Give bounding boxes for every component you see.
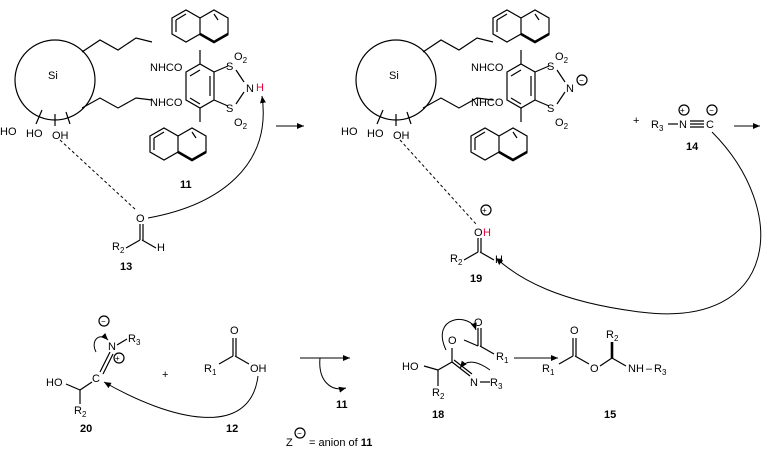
o-15-ester: O bbox=[590, 363, 599, 375]
product-15: O R1 O R2 NH – R3 15 bbox=[542, 325, 667, 421]
r2-13: R2 bbox=[112, 241, 125, 255]
r1-15: R1 bbox=[542, 363, 555, 377]
n-20: N bbox=[108, 341, 116, 353]
carboxylic-acid-12: O R1 OH 12 bbox=[103, 325, 267, 435]
compound-15: 15 bbox=[604, 409, 616, 421]
n-label: N bbox=[246, 83, 254, 95]
o-19: O bbox=[474, 227, 483, 239]
o-plus-charge: + bbox=[482, 206, 487, 215]
ho-18: HO bbox=[402, 361, 419, 373]
footnote: Z − = anion of 11 bbox=[286, 427, 372, 449]
ho-3: HO bbox=[341, 126, 358, 138]
o2-top: O2 bbox=[234, 51, 248, 65]
nitrilium-20: − N R3 + C HO R2 20 bbox=[46, 315, 141, 435]
oh-1: OH bbox=[52, 130, 69, 142]
plus-sign-2: + bbox=[162, 369, 168, 381]
o2-bottom: O2 bbox=[234, 117, 248, 131]
n-14: N bbox=[679, 119, 687, 131]
nhco-top: NHCO bbox=[150, 62, 183, 74]
n-plus-charge: + bbox=[680, 106, 685, 115]
n-plus-20: + bbox=[115, 354, 120, 363]
r3-14: R3 bbox=[651, 119, 664, 133]
nh-proton: H bbox=[256, 82, 264, 94]
dash-15: – bbox=[646, 363, 653, 375]
r2-20: R2 bbox=[74, 405, 87, 419]
o-15-carbonyl: O bbox=[570, 325, 579, 337]
isocyanide-14: R3 N + C − 14 bbox=[495, 104, 762, 315]
r2-19: R2 bbox=[450, 253, 463, 267]
r2-15: R2 bbox=[606, 329, 619, 343]
si-label-2: Si bbox=[389, 70, 399, 82]
nhco-bottom: NHCO bbox=[150, 97, 183, 109]
n-minus-charge: − bbox=[579, 76, 584, 85]
o2-top-2: O2 bbox=[555, 51, 569, 65]
h-13: H bbox=[157, 242, 165, 254]
compound-20: 20 bbox=[80, 423, 92, 435]
si-label: Si bbox=[48, 70, 58, 82]
s-top: S bbox=[226, 61, 233, 73]
c-14: C bbox=[706, 119, 714, 131]
o-13: O bbox=[136, 213, 145, 225]
o-18-carbonyl: O bbox=[474, 317, 483, 329]
o-18-ester: O bbox=[448, 335, 457, 347]
z-minus-charge: − bbox=[101, 317, 106, 326]
r3-20: R3 bbox=[128, 333, 141, 347]
footnote-text: = anion of 11 bbox=[306, 437, 372, 449]
oh-2: OH bbox=[393, 130, 410, 142]
n-18: N bbox=[470, 377, 478, 389]
compound-11: 11 bbox=[180, 179, 192, 191]
ho-2: HO bbox=[26, 128, 43, 140]
r2-18: R2 bbox=[432, 387, 445, 401]
nhco-top-2: NHCO bbox=[471, 62, 504, 74]
compound-13: 13 bbox=[120, 261, 132, 273]
ho-20: HO bbox=[46, 377, 63, 389]
imidate-18: O R1 O N R3 HO R2 18 bbox=[402, 317, 509, 421]
oh-12: OH bbox=[250, 363, 267, 375]
c-minus-charge: − bbox=[709, 106, 714, 115]
compound-12: 12 bbox=[226, 423, 238, 435]
r3-15: R3 bbox=[654, 363, 667, 377]
ho-4: HO bbox=[367, 128, 384, 140]
h-19: H bbox=[495, 254, 503, 266]
h-19-proton: H bbox=[483, 227, 491, 239]
s-bottom-2: S bbox=[547, 103, 554, 115]
r3-18: R3 bbox=[490, 377, 503, 391]
r1-18: R1 bbox=[496, 351, 509, 365]
aldehyde-13: O R2 H 13 bbox=[59, 95, 266, 273]
nhco-bottom-2: NHCO bbox=[471, 97, 504, 109]
compound-19: 19 bbox=[470, 273, 482, 285]
compound-14: 14 bbox=[686, 141, 699, 153]
ho-1: HO bbox=[0, 126, 17, 138]
compound-18: 18 bbox=[432, 409, 444, 421]
silica-catalyst-11: Si NHCO NHCO HO HO OH S S O2 O2 N H 11 bbox=[0, 8, 264, 191]
silica-catalyst-anion: Si NHCO NHCO HO HO OH S S O2 O2 N − bbox=[341, 8, 588, 162]
o-12: O bbox=[230, 325, 239, 337]
plus-sign-1: + bbox=[633, 115, 639, 127]
footnote-minus: − bbox=[297, 429, 302, 438]
s-top-2: S bbox=[547, 61, 554, 73]
n-anion: N bbox=[566, 83, 574, 95]
compound-11-released: 11 bbox=[336, 399, 348, 411]
c-20: C bbox=[92, 373, 100, 385]
footnote-z: Z bbox=[286, 437, 293, 449]
oxocarbenium-19: + O H R2 H 19 bbox=[399, 139, 503, 285]
nh-15: NH bbox=[628, 363, 644, 375]
r1-12: R1 bbox=[204, 363, 217, 377]
s-bottom: S bbox=[226, 103, 233, 115]
o2-bottom-2: O2 bbox=[555, 117, 569, 131]
